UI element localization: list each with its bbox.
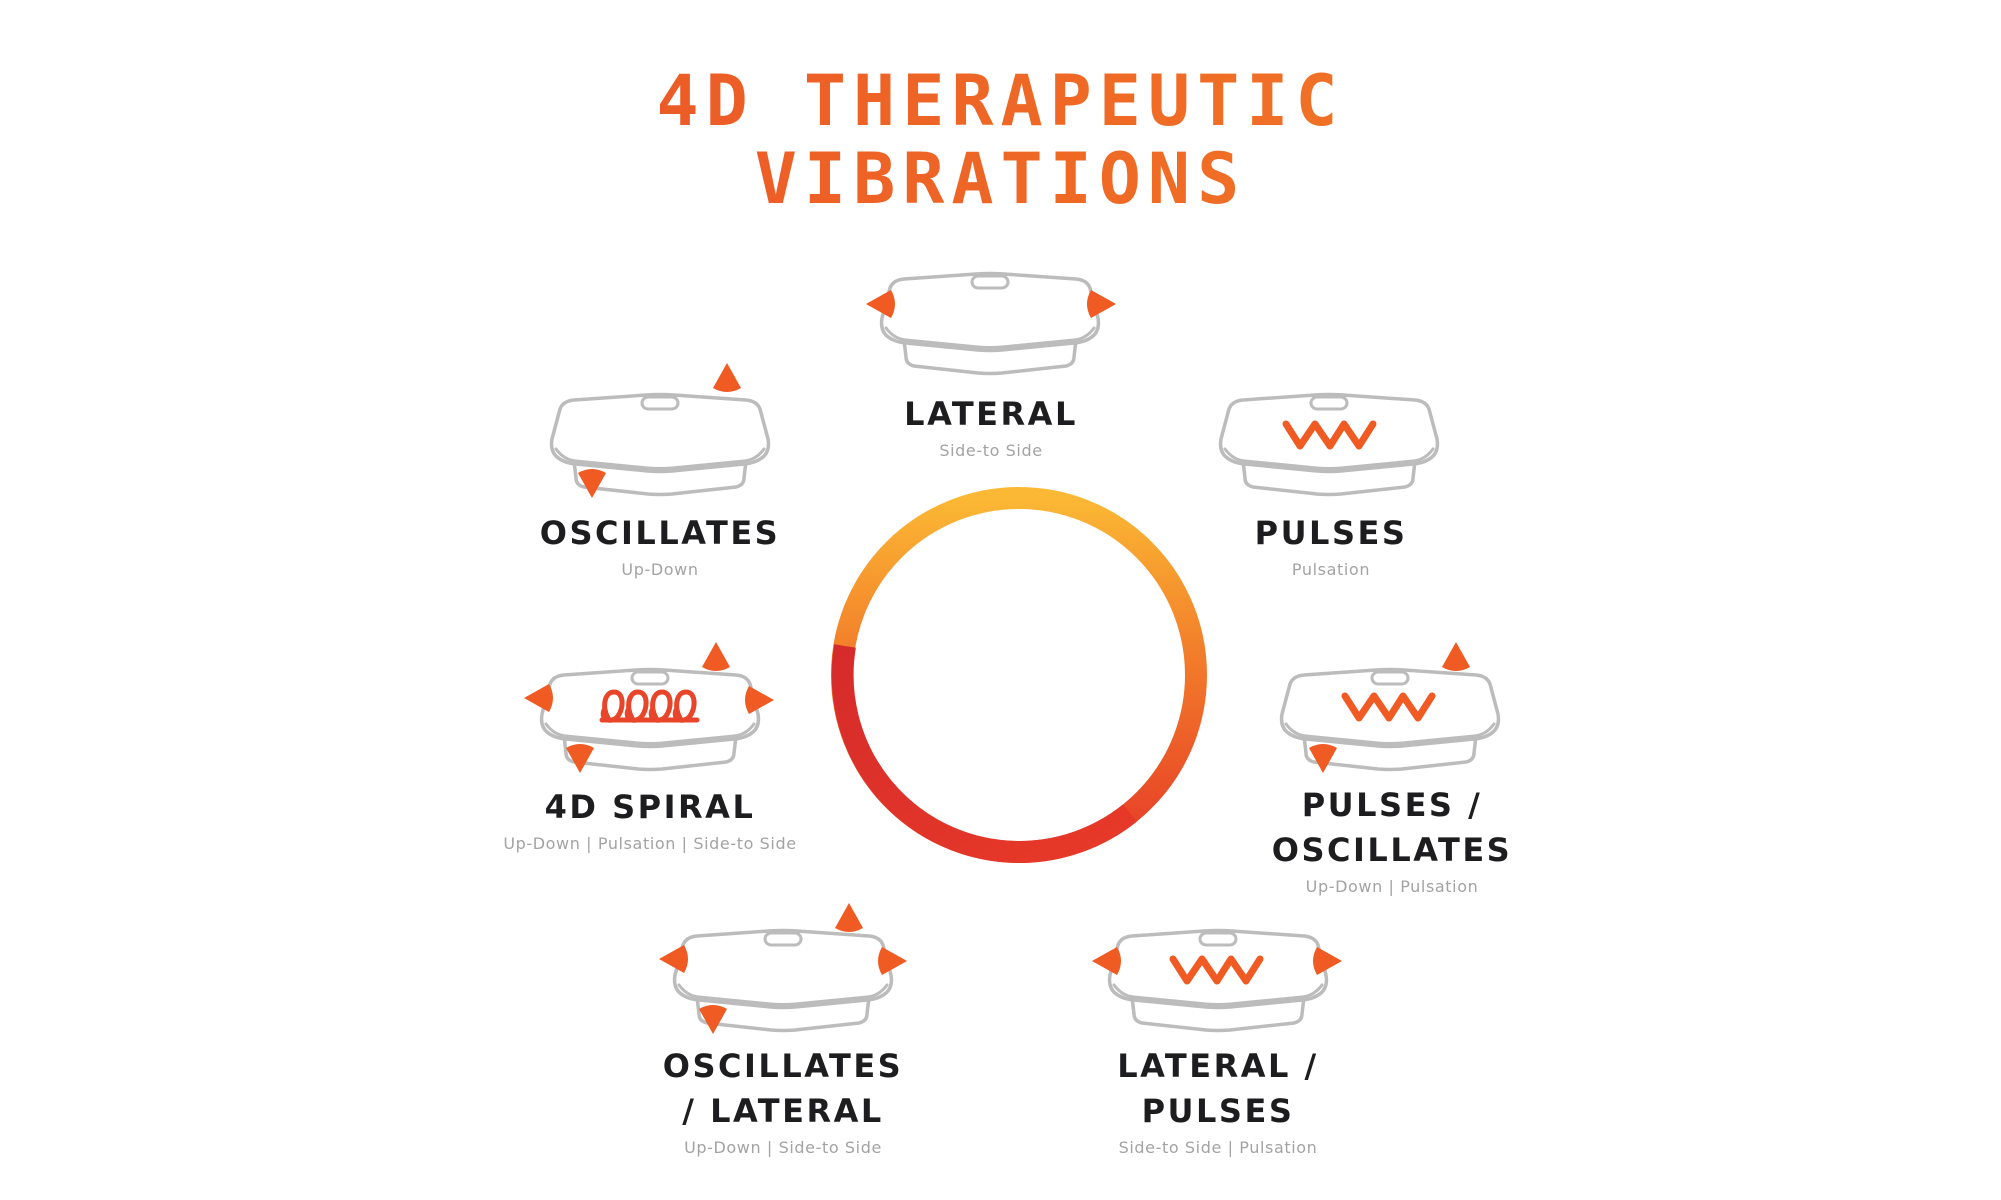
- left-arrow-icon: [1092, 947, 1121, 975]
- platform-pulses-oscillates: [1279, 642, 1501, 773]
- mode-name: 4D SPIRAL: [544, 788, 756, 826]
- mode-lateral-pulses: LATERAL / PULSES Side-to Side | Pulsatio…: [1117, 1044, 1318, 1157]
- right-arrow-icon: [1087, 290, 1116, 318]
- mode-pulses: PULSES Pulsation: [1255, 511, 1408, 579]
- platform-pulses: [1218, 392, 1440, 497]
- left-arrow-icon: [659, 945, 688, 973]
- down-arrow-icon: [578, 469, 606, 498]
- up-arrow-icon: [835, 903, 863, 932]
- down-arrow-icon: [1309, 744, 1337, 773]
- right-arrow-icon: [1313, 947, 1342, 975]
- left-arrow-icon: [524, 684, 553, 712]
- mode-name: LATERAL / PULSES: [1117, 1047, 1319, 1130]
- right-arrow-icon: [878, 947, 907, 975]
- mode-subtitle: Up-Down | Side-to Side: [684, 1138, 882, 1157]
- up-arrow-icon: [1442, 642, 1470, 671]
- mode-spiral: 4D SPIRAL Up-Down | Pulsation | Side-to …: [503, 785, 796, 853]
- mode-name: PULSES / OSCILLATES: [1271, 786, 1513, 869]
- mode-subtitle: Up-Down: [621, 560, 699, 579]
- platform-oscillates: [549, 363, 771, 498]
- platform-spiral: [524, 642, 774, 773]
- mode-subtitle: Side-to Side: [939, 441, 1043, 460]
- mode-pulses-oscillates: PULSES / OSCILLATES Up-Down | Pulsation: [1272, 783, 1512, 896]
- mode-oscillates: OSCILLATES Up-Down: [540, 511, 780, 579]
- center-ring: [831, 487, 1207, 864]
- left-arrow-icon: [866, 290, 895, 318]
- platform-oscillates-lateral: [659, 903, 907, 1034]
- mode-subtitle: Up-Down | Pulsation | Side-to Side: [503, 834, 797, 853]
- up-arrow-icon: [713, 363, 741, 392]
- up-arrow-icon: [702, 642, 730, 671]
- mode-lateral: LATERAL Side-to Side: [904, 392, 1078, 460]
- mode-name: OSCILLATES / LATERAL: [662, 1047, 904, 1130]
- mode-oscillates-lateral: OSCILLATES / LATERAL Up-Down | Side-to S…: [663, 1044, 903, 1157]
- platform-lateral-pulses: [1092, 928, 1342, 1033]
- mode-name: PULSES: [1254, 514, 1408, 552]
- mode-name: OSCILLATES: [539, 514, 781, 552]
- title-line-1: 4D THERAPEUTIC: [0, 60, 2001, 142]
- platform-lateral: [866, 271, 1116, 376]
- title-line-2: VIBRATIONS: [0, 138, 2001, 220]
- mode-subtitle: Side-to Side | Pulsation: [1118, 1138, 1318, 1157]
- mode-name: LATERAL: [904, 395, 1078, 433]
- mode-subtitle: Pulsation: [1291, 560, 1371, 579]
- right-arrow-icon: [745, 686, 774, 714]
- mode-subtitle: Up-Down | Pulsation: [1305, 877, 1479, 896]
